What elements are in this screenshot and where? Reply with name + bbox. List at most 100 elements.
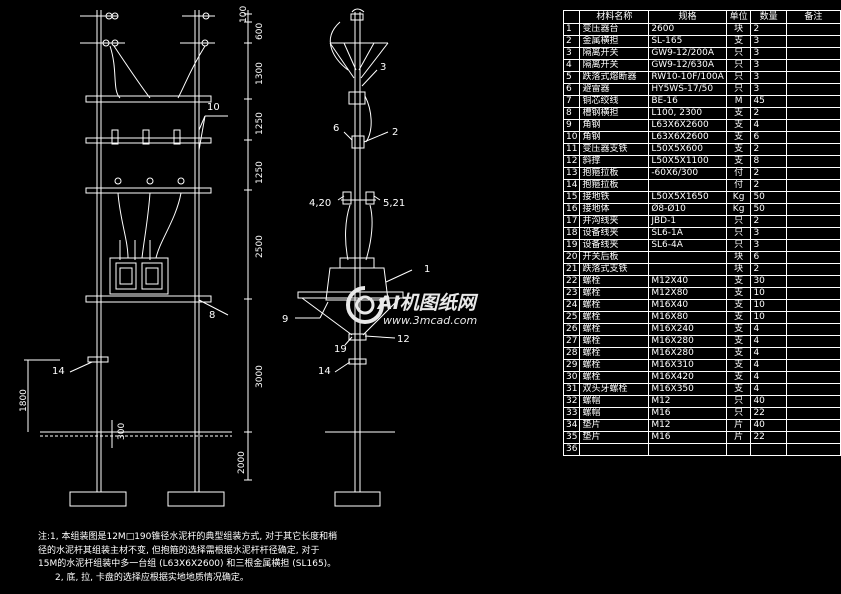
bom-cell-qty: 10	[750, 287, 787, 300]
dim-1250a: 1250	[255, 112, 265, 135]
bom-cell-no: 23	[562, 287, 581, 300]
bom-cell-name: 避雷器	[579, 83, 650, 96]
bom-cell-remarks	[785, 215, 841, 228]
bom-cell-name: 槽钢横担	[579, 107, 650, 120]
bom-header-row: 材料名称 规格 单位 数量 备注	[562, 10, 841, 24]
bom-cell-remarks	[785, 263, 841, 276]
dim-100: 100	[239, 6, 249, 23]
label-10: 10	[207, 102, 220, 113]
bom-cell-name: 隔离开关	[579, 59, 650, 72]
bom-cell-remarks	[785, 143, 841, 156]
bom-cell-name: 抱箍拉板	[579, 179, 650, 192]
bom-cell-spec: Ø8-Ø10	[648, 203, 727, 216]
bom-cell-no: 28	[562, 347, 581, 360]
bom-cell-remarks	[785, 323, 841, 336]
bom-cell-name: 并沟线夹	[579, 215, 650, 228]
bom-cell-remarks	[785, 71, 841, 84]
bom-cell-qty: 4	[750, 371, 787, 384]
bom-cell-no: 5	[562, 71, 581, 84]
bom-cell-no: 35	[562, 431, 581, 444]
bom-cell-remarks	[785, 395, 841, 408]
bom-cell-no: 30	[562, 371, 581, 384]
bom-cell-unit: 支	[725, 287, 752, 300]
bom-cell-remarks	[785, 431, 841, 444]
bom-cell-spec: M16X240	[648, 323, 727, 336]
bom-header-no	[562, 10, 581, 24]
note-line: 径的水泥杆其组装主材不变, 但抱箍的选择需根据水泥杆杆径确定, 对于	[38, 545, 320, 556]
bom-cell-spec: L50X5X600	[648, 143, 727, 156]
notes: 注:1, 本组装图是12M□190锥径水泥杆的典型组装方式, 对于其它长度和梢 …	[38, 531, 337, 585]
bom-cell-spec: JBD-1	[648, 215, 727, 228]
dim-1250b: 1250	[255, 161, 265, 184]
bom-cell-spec	[648, 179, 727, 192]
bom-cell-remarks	[785, 359, 841, 372]
bom-cell-qty: 22	[750, 431, 787, 444]
bom-cell-remarks	[785, 35, 841, 48]
bom-cell-qty: 4	[750, 359, 787, 372]
bom-header-unit: 单位	[725, 10, 752, 24]
bom-cell-qty: 3	[750, 35, 787, 48]
bom-cell-no: 1	[562, 23, 581, 36]
bom-cell-name: 螺栓	[579, 311, 650, 324]
bom-cell-no: 16	[562, 203, 581, 216]
bom-cell-spec: L50X5X1650	[648, 191, 727, 204]
bom-cell-qty: 30	[750, 275, 787, 288]
bom-cell-spec: RW10-10F/100A	[648, 71, 727, 84]
bom-cell-unit: 只	[725, 215, 752, 228]
bom-cell-no: 36	[562, 443, 581, 456]
bom-cell-qty: 4	[750, 347, 787, 360]
bom-cell-spec: L63X6X2600	[648, 131, 727, 144]
label-12: 12	[397, 334, 410, 345]
bom-cell-unit: 支	[725, 155, 752, 168]
watermark-brand: AI机图纸网	[378, 292, 476, 314]
bom-cell-qty: 3	[750, 71, 787, 84]
bom-cell-qty: 22	[750, 407, 787, 420]
bom-cell-no: 29	[562, 359, 581, 372]
bom-cell-qty: 6	[750, 131, 787, 144]
bom-cell-name: 垫片	[579, 431, 650, 444]
bom-cell-no: 20	[562, 251, 581, 264]
bom-cell-no: 2	[562, 35, 581, 48]
bom-cell-spec: L63X6X2600	[648, 119, 727, 132]
bom-cell-name: 跌落式熔断器	[579, 71, 650, 84]
bom-cell-no: 8	[562, 107, 581, 120]
bom-cell-qty	[750, 443, 787, 456]
dim-2000: 2000	[237, 451, 247, 474]
bom-cell-name: 螺栓	[579, 299, 650, 312]
bom-cell-name: 接地体	[579, 203, 650, 216]
bom-cell-remarks	[785, 299, 841, 312]
bom-cell-no: 12	[562, 155, 581, 168]
bom-cell-no: 19	[562, 239, 581, 252]
bom-cell-qty: 45	[750, 95, 787, 108]
bom-cell-unit: 付	[725, 167, 752, 180]
bom-cell-unit: 块	[725, 263, 752, 276]
bom-cell-name: 角钢	[579, 119, 650, 132]
label-3: 3	[380, 62, 386, 73]
dim-300: 300	[117, 423, 127, 440]
watermark-logo	[346, 286, 384, 324]
dim-2500: 2500	[255, 235, 265, 258]
bom-cell-unit: 支	[725, 311, 752, 324]
bom-cell-no: 7	[562, 95, 581, 108]
bom-cell-spec: SL6-4A	[648, 239, 727, 252]
bom-cell-remarks	[785, 47, 841, 60]
bom-cell-spec: BE-16	[648, 95, 727, 108]
bom-cell-name: 螺栓	[579, 335, 650, 348]
bom-cell-remarks	[785, 203, 841, 216]
bom-cell-qty: 3	[750, 83, 787, 96]
